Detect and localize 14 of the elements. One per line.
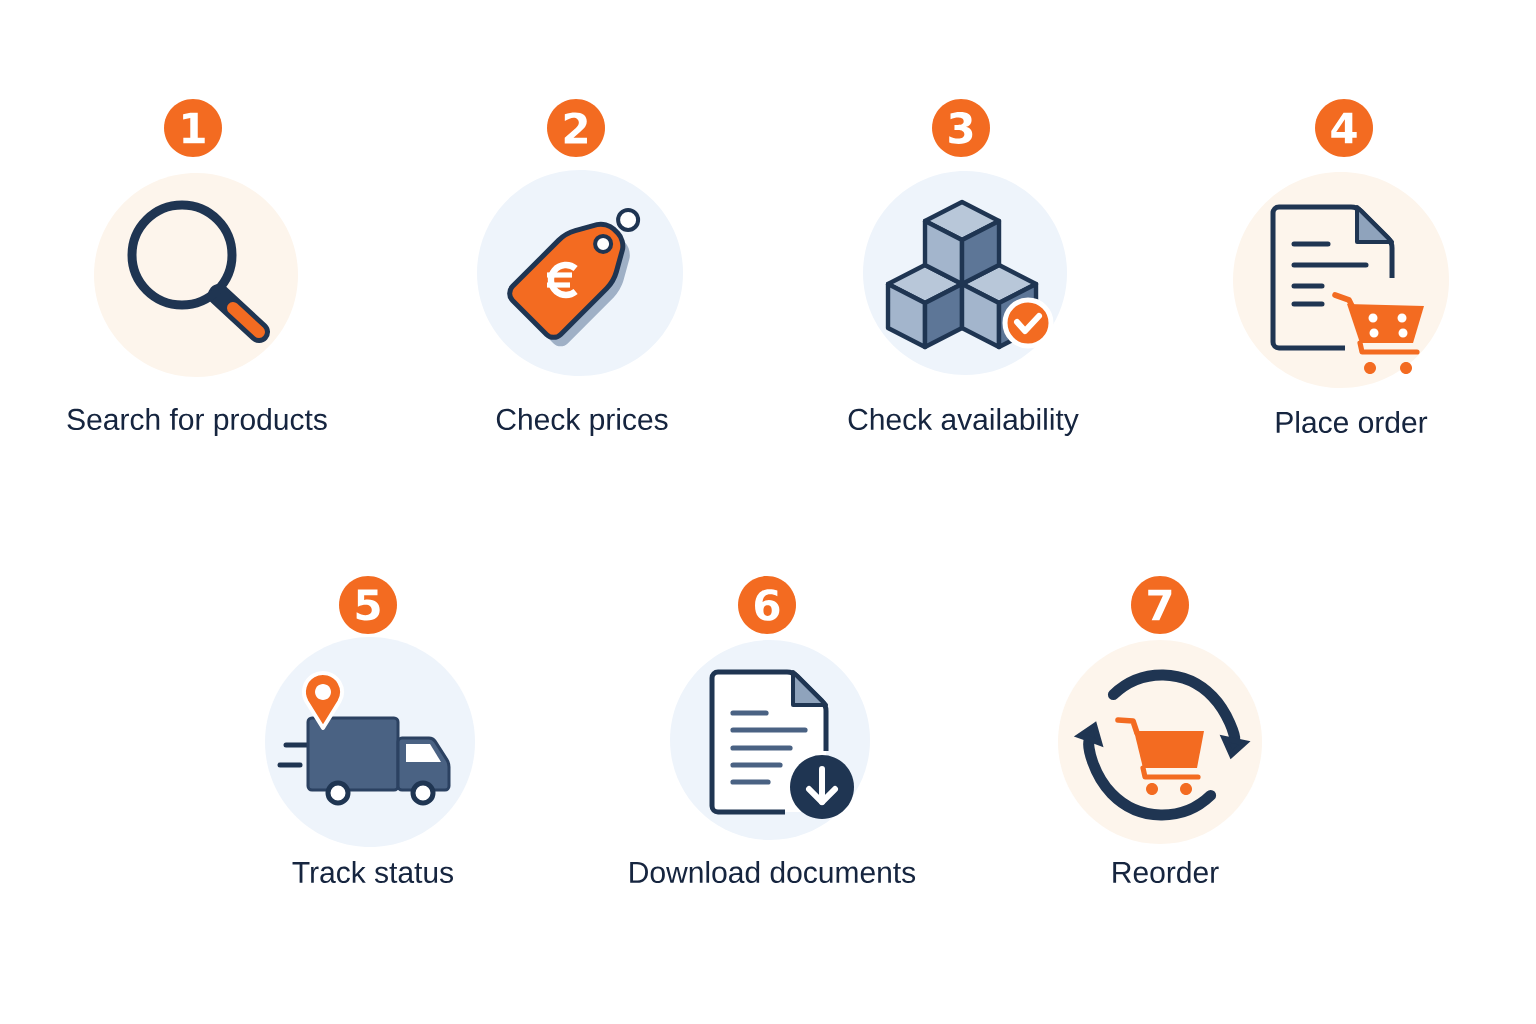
number-badge: 1 [164, 99, 222, 157]
node-label: Track status [292, 861, 454, 884]
number-badge: 6 [738, 576, 796, 634]
node-label: Download documents [630, 861, 916, 884]
node-label: Search for products [67, 408, 327, 436]
number-badge: 5 [339, 576, 397, 634]
node-label: Check availability [848, 408, 1079, 436]
number-badge: 7 [1131, 576, 1189, 634]
node-label: Reorder [1113, 861, 1219, 884]
node-label: Check prices [496, 408, 668, 436]
number-badge: 3 [932, 99, 990, 157]
node-label: Place order [1276, 410, 1428, 434]
number-badge: 4 [1315, 99, 1373, 157]
number-badge: 2 [547, 99, 605, 157]
